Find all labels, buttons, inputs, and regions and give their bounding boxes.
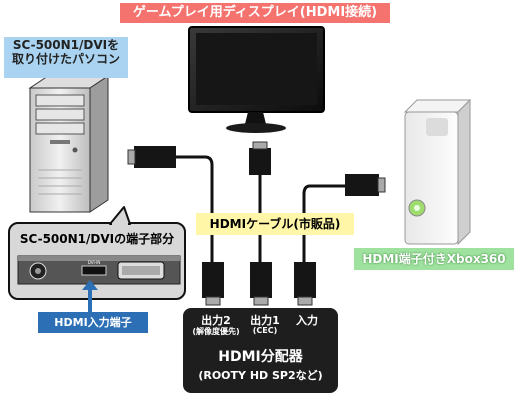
pc-label-line2: 取り付けたパソコン	[11, 52, 120, 67]
hdmi-connectors	[127, 141, 386, 306]
pc-label: SC-500N1/DVIを 取り付けたパソコン	[4, 37, 128, 78]
hdmi-input-port-label: HDMI入力端子	[38, 312, 148, 333]
splitter-port2-name: 出力1	[250, 314, 280, 327]
splitter-port3-name: 入力	[296, 314, 318, 327]
callout-title: SC-500N1/DVIの端子部分	[19, 232, 175, 246]
card-bracket: DVI-IN	[17, 255, 181, 285]
pc-label-line1: SC-500N1/DVIを	[12, 38, 120, 52]
display-title: ゲームプレイ用ディスプレイ(HDMI接続)	[120, 3, 390, 23]
bracket-callout: SC-500N1/DVIの端子部分 DVI-IN	[8, 222, 186, 300]
xbox-console	[403, 98, 472, 246]
pc-tower	[28, 75, 110, 213]
splitter-name: HDMI分配器	[218, 349, 303, 365]
splitter-port1-name: 出力2	[201, 314, 231, 327]
splitter-port1-sub: (解像度優先)	[192, 327, 240, 336]
splitter-port2-sub: (CEC)	[252, 326, 278, 335]
splitter-model: (ROOTY HD SP2など)	[198, 369, 323, 382]
bracket-port-text: DVI-IN	[88, 260, 101, 265]
xbox-label: HDMI端子付きXbox360	[354, 248, 514, 270]
cable-label: HDMIケーブル(市販品)	[196, 213, 354, 235]
hdmi-splitter: 出力2 (解像度優先) 出力1 (CEC) 入力 HDMI分配器 (ROOTY …	[183, 308, 338, 393]
monitor	[188, 26, 325, 133]
